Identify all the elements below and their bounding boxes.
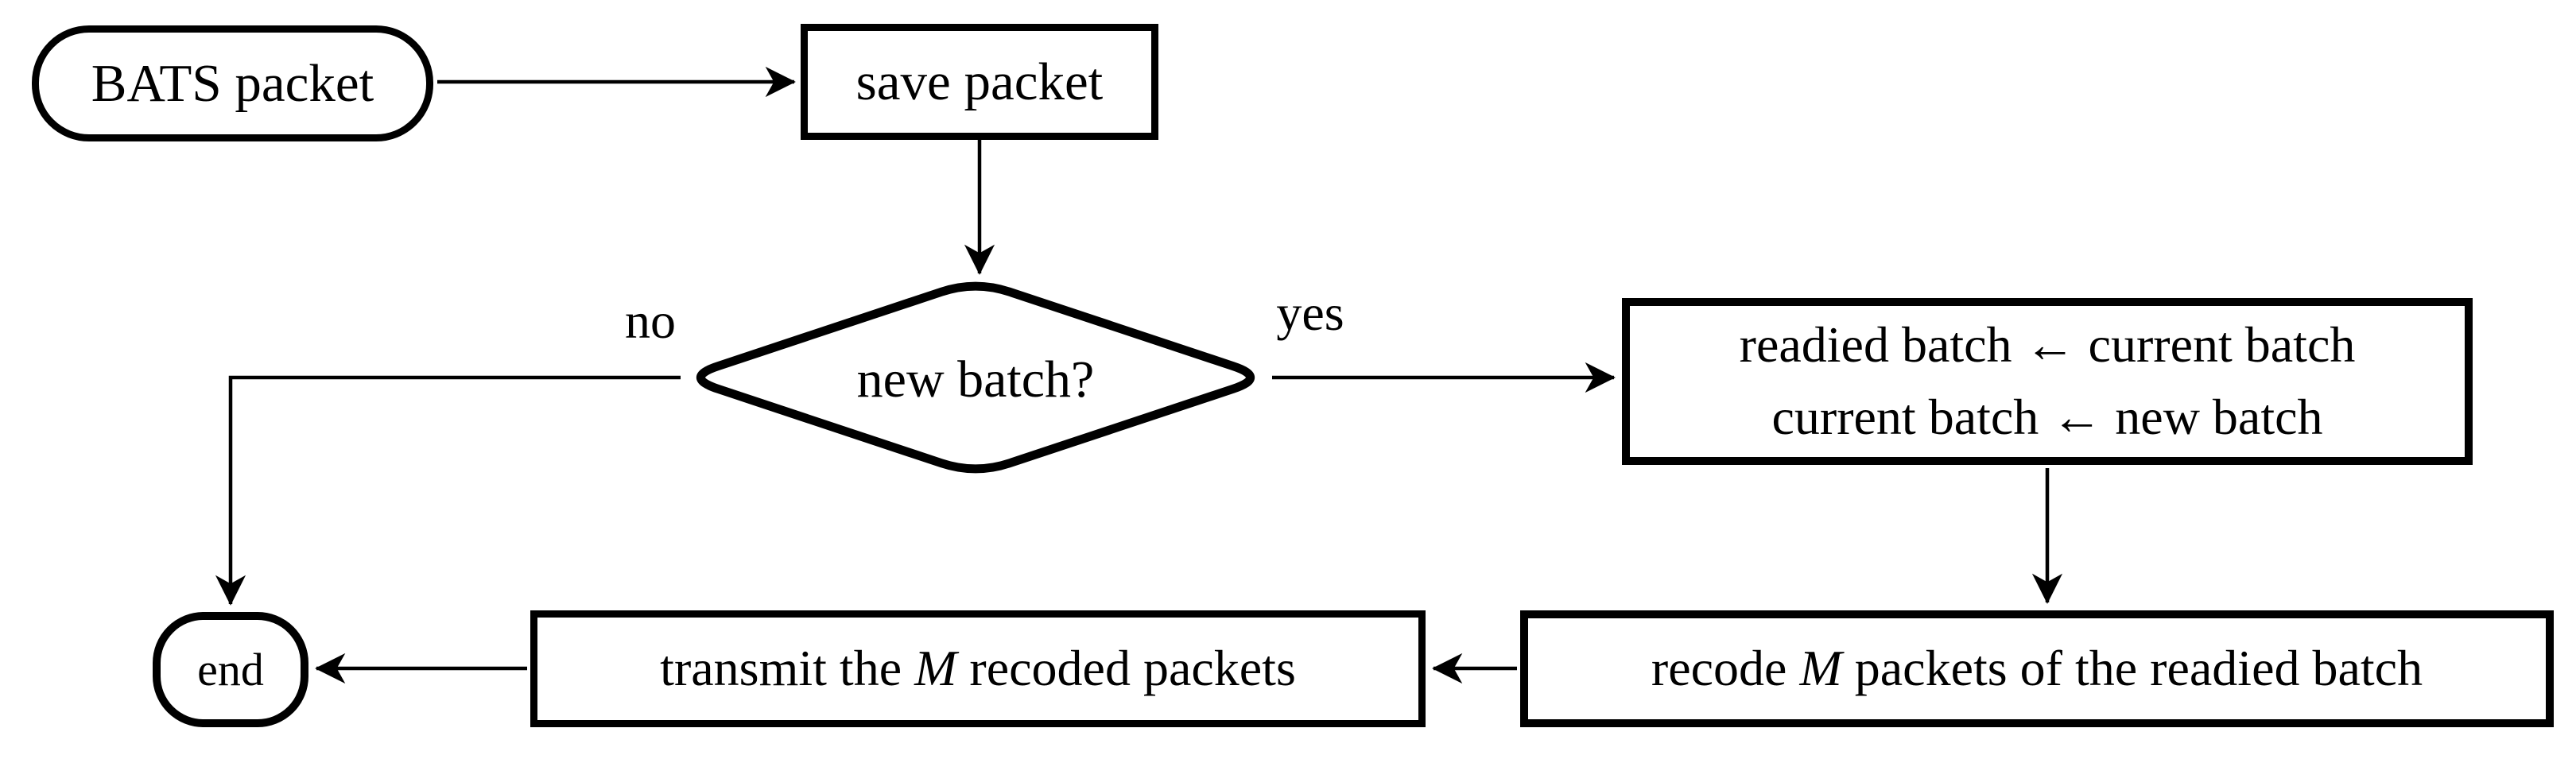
recode-node-label: recode M packets of the readied batch (1651, 640, 2423, 697)
assign-line-2: current batch ← new batch (1771, 389, 2323, 445)
math-var-m: M (1799, 640, 1842, 697)
node-save-packet: save packet (801, 24, 1158, 140)
edge-decision-no-to-end (215, 375, 681, 606)
edge-label-no: no (625, 292, 676, 349)
start-node-label: BATS packet (91, 53, 374, 113)
node-transmit-packets: transmit the M recoded packets (530, 610, 1426, 727)
node-assign-batches: readied batch ← current batch current ba… (1622, 298, 2473, 465)
node-recode-packets: recode M packets of the readied batch (1520, 610, 2554, 727)
save-node-label: save packet (855, 52, 1104, 111)
assign-line-1: readied batch ← current batch (1739, 316, 2356, 374)
end-node-label: end (197, 643, 264, 695)
math-var-m: M (914, 640, 957, 697)
node-start-bats-packet: BATS packet (32, 25, 433, 141)
decision-diamond-shape (696, 281, 1255, 474)
decision-node-label: new batch? (856, 350, 1095, 409)
transmit-node-label: transmit the M recoded packets (660, 640, 1296, 697)
node-end: end (153, 612, 308, 727)
edge-label-yes: yes (1276, 285, 1344, 341)
